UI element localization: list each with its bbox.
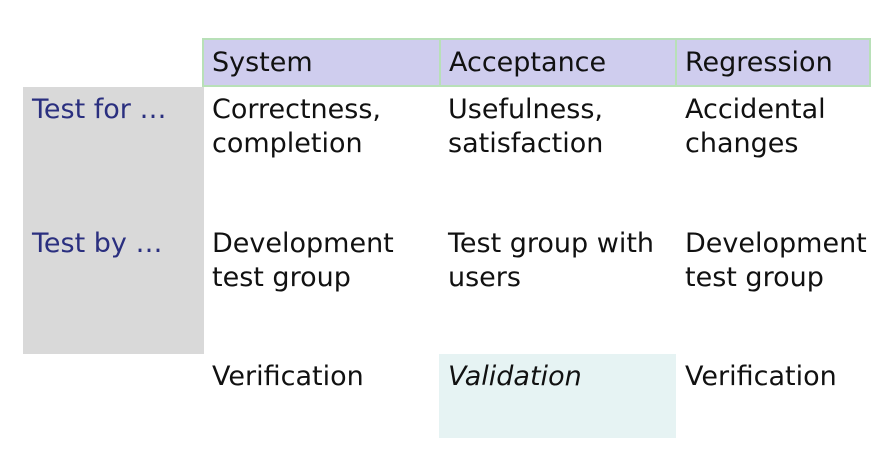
- column-header-regression: Regression: [675, 38, 871, 87]
- cell-acceptance-kind: Validation: [448, 361, 582, 392]
- validation-highlight: [439, 354, 676, 438]
- cell-regression-test-for: Accidental changes: [685, 94, 826, 159]
- row-label-test-by: Test by …: [32, 228, 163, 259]
- cell-regression-test-by: Development test group: [685, 228, 867, 293]
- row-label-test-for: Test for …: [32, 94, 167, 125]
- column-header-acceptance: Acceptance: [439, 38, 677, 87]
- cell-system-kind: Verification: [212, 361, 364, 392]
- cell-system-test-for: Correctness, completion: [212, 94, 381, 159]
- cell-system-test-by: Development test group: [212, 228, 394, 293]
- column-header-system: System: [202, 38, 441, 87]
- row-header-background: [23, 87, 204, 354]
- cell-acceptance-test-for: Usefulness, satisfaction: [448, 94, 604, 159]
- cell-regression-kind: Verification: [685, 361, 837, 392]
- cell-acceptance-test-by: Test group with users: [448, 228, 655, 293]
